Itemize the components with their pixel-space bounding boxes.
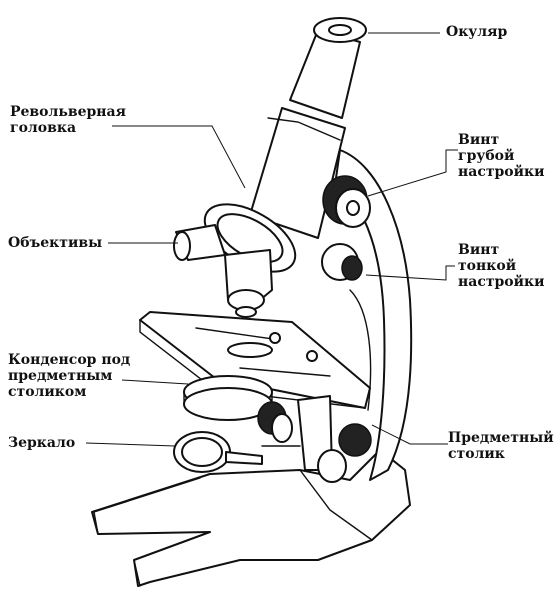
label-condenser-line-3: столиком [8, 384, 130, 400]
label-revolving-nosepiece: Револьверная головка [10, 104, 126, 136]
label-objectives-line-1: Объективы [8, 235, 102, 251]
label-mirror: Зеркало [8, 435, 75, 451]
focus-knobs [322, 176, 370, 280]
label-specimen-stage: Предметный столик [448, 430, 554, 462]
label-eyepiece: Окуляр [446, 24, 507, 40]
microscope-base [92, 450, 410, 586]
label-stage-line-1: Предметный [448, 430, 554, 446]
label-stage-line-2: столик [448, 446, 554, 462]
label-coarse-line-1: Винт [458, 132, 545, 148]
label-fine-focus: Винт тонкой настройки [458, 242, 545, 290]
label-fine-line-1: Винт [458, 242, 545, 258]
label-condenser: Конденсор под предметным столиком [8, 352, 130, 400]
label-fine-line-3: настройки [458, 274, 545, 290]
label-coarse-line-3: настройки [458, 164, 545, 180]
label-objectives: Объективы [8, 235, 102, 251]
label-coarse-focus: Винт грубой настройки [458, 132, 545, 180]
label-eyepiece-line-1: Окуляр [446, 24, 507, 40]
label-revolver-line-2: головка [10, 120, 126, 136]
label-condenser-line-1: Конденсор под [8, 352, 130, 368]
label-coarse-line-2: грубой [458, 148, 545, 164]
label-revolver-line-1: Револьверная [10, 104, 126, 120]
label-mirror-line-1: Зеркало [8, 435, 75, 451]
stage-support [258, 396, 371, 482]
mirror [174, 432, 262, 472]
label-condenser-line-2: предметным [8, 368, 130, 384]
label-fine-line-2: тонкой [458, 258, 545, 274]
